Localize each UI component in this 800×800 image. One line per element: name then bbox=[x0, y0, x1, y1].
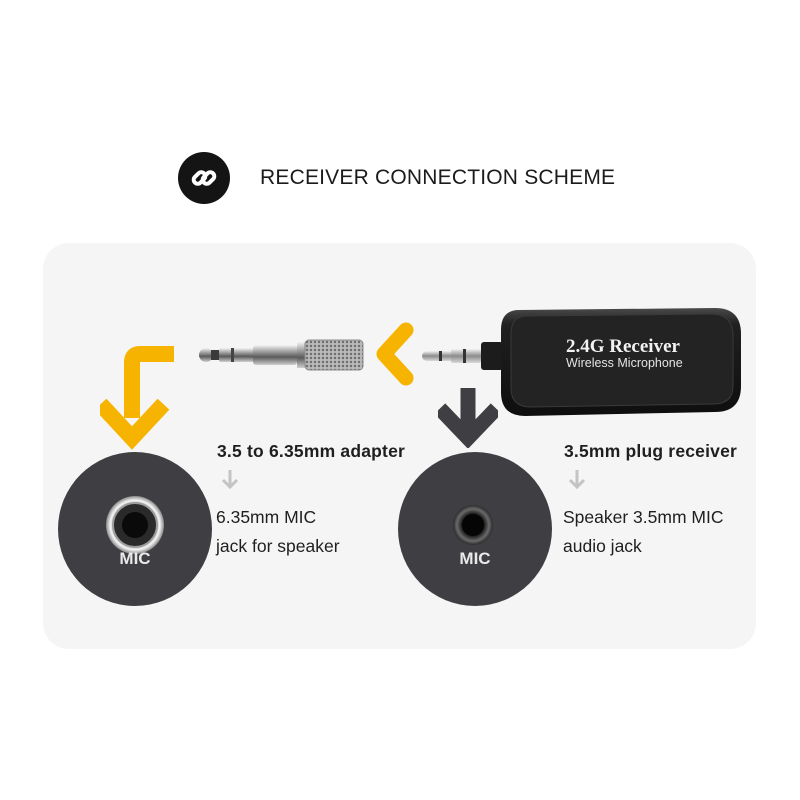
yellow-arrow-icon bbox=[100, 346, 174, 450]
receiver-subtitle: Wireless Microphone bbox=[566, 356, 683, 370]
dark-down-arrow-icon bbox=[438, 388, 498, 448]
small-down-arrow-icon bbox=[568, 470, 586, 490]
receiver-device-image bbox=[422, 308, 741, 416]
yellow-chevron-left-icon bbox=[376, 322, 414, 386]
target-635mm-line2: jack for speaker bbox=[216, 536, 340, 556]
jack-635mm: MIC bbox=[58, 452, 212, 606]
target-35mm-line2: audio jack bbox=[563, 536, 642, 556]
diagram-header: RECEIVER CONNECTION SCHEME bbox=[178, 152, 615, 204]
receiver-caption: 3.5mm plug receiver bbox=[564, 441, 738, 461]
jack-label: MIC bbox=[119, 549, 151, 568]
jack-socket-icon bbox=[453, 505, 493, 545]
receiver-title: 2.4G Receiver bbox=[566, 336, 680, 357]
adapter-caption: 3.5 to 6.35mm adapter bbox=[217, 441, 406, 461]
jack-socket-icon bbox=[106, 496, 164, 554]
small-down-arrow-icon bbox=[221, 470, 239, 490]
target-35mm-line1: Speaker 3.5mm MIC bbox=[563, 507, 724, 527]
diagram-title: RECEIVER CONNECTION SCHEME bbox=[260, 166, 616, 189]
adapter-plug-image bbox=[199, 339, 364, 371]
link-chain-icon bbox=[178, 152, 230, 204]
jack-35mm: MIC bbox=[398, 452, 552, 606]
target-635mm-line1: 6.35mm MIC bbox=[216, 507, 317, 527]
jack-label: MIC bbox=[459, 549, 491, 568]
